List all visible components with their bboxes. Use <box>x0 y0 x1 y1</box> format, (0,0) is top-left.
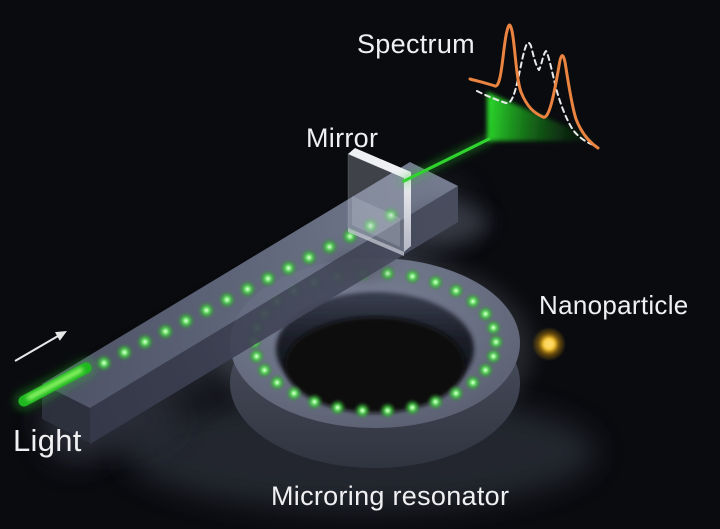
light-dot <box>176 311 196 331</box>
light-dot <box>268 373 287 392</box>
mirror-lower-haze <box>328 253 388 279</box>
mirror <box>347 148 411 256</box>
light-dot <box>320 237 339 257</box>
light-dot <box>299 248 319 267</box>
light-dot <box>94 353 114 373</box>
label-microring: Microring resonator <box>271 481 510 511</box>
bus-waveguide <box>14 162 458 444</box>
light-dot <box>238 279 257 299</box>
mirror-shadow <box>405 203 489 243</box>
ring-hole <box>285 317 465 413</box>
light-dot <box>247 347 266 366</box>
spectrum-solid-curve <box>468 23 600 150</box>
light-dot <box>255 361 274 380</box>
light-dot <box>361 216 380 236</box>
light-dot <box>305 392 324 411</box>
waveguide-near-end-face <box>42 384 90 443</box>
light-dot <box>115 342 134 362</box>
light-dot <box>197 300 216 320</box>
label-spectrum: Spectrum <box>357 29 475 59</box>
light-dot <box>484 347 503 366</box>
waveguide-light-dots <box>94 205 401 373</box>
spectrum-plot <box>468 23 600 150</box>
light-dot <box>447 384 465 403</box>
light-dot <box>476 304 495 323</box>
spectrum-dashed-curve <box>476 41 597 147</box>
light-dot <box>463 292 482 311</box>
light-dot <box>353 401 372 420</box>
microring-resonator <box>217 254 533 468</box>
light-dot <box>484 318 503 337</box>
light-dot <box>403 398 422 417</box>
input-light-beam <box>14 358 96 411</box>
light-dot <box>476 361 495 380</box>
mirror-bottom-bevel <box>348 228 404 256</box>
light-dot <box>426 273 445 292</box>
mirror-top-bevel <box>348 148 411 178</box>
light-dot <box>328 398 347 417</box>
light-dot <box>135 332 155 352</box>
light-dot <box>217 290 237 310</box>
light-dot <box>426 392 445 411</box>
nanoparticle <box>532 327 566 361</box>
light-dot <box>378 401 397 420</box>
light-dot <box>403 267 422 286</box>
mirror-face-inner-highlight <box>352 196 400 247</box>
light-dot <box>258 269 278 289</box>
waveguide-front-face <box>90 186 458 444</box>
direction-arrow <box>14 331 67 362</box>
reflected-beam <box>399 92 600 186</box>
light-dot <box>279 258 298 278</box>
light-dot <box>447 281 465 300</box>
mirror-right-bevel <box>404 172 411 252</box>
label-light: Light <box>13 423 82 458</box>
label-mirror: Mirror <box>306 123 379 153</box>
light-dot <box>463 373 482 392</box>
label-nanoparticle: Nanoparticle <box>539 290 689 320</box>
light-dot <box>285 384 303 403</box>
light-dot <box>381 205 401 225</box>
light-dot <box>156 321 175 341</box>
light-dot <box>487 333 505 351</box>
